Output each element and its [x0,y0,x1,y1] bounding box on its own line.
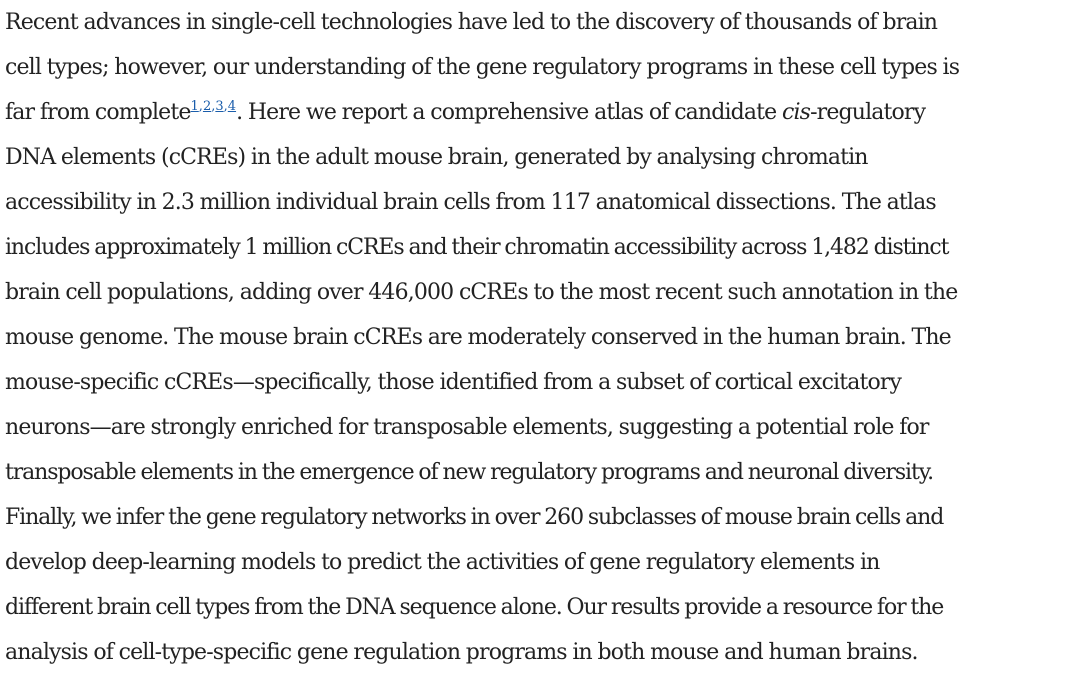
text-line: neurons—are strongly enriched for transp… [5,415,929,440]
text-line: transposable elements in the emergence o… [5,460,934,485]
text-line: DNA elements (cCREs) in the adult mouse … [5,145,868,170]
text-fragment: far from complete [5,100,191,125]
text-line: far from complete1,2,3,4. Here we report… [5,90,1080,135]
text-line: includes approximately 1 million cCREs a… [5,235,949,260]
citation-link-4[interactable]: 4 [227,99,237,114]
text-line: accessibility in 2.3 million individual … [5,190,937,215]
citation-link-1[interactable]: 1 [190,99,199,114]
text-line: different brain cell types from the DNA … [5,595,944,620]
text-fragment: -regulatory [810,100,926,125]
text-line: cell types; however, our understanding o… [5,55,960,80]
text-line: Recent advances in single-cell technolog… [5,10,938,35]
text-line: Finally, we infer the gene regulatory ne… [5,505,944,530]
citation-superscripts: 1,2,3,4 [190,99,237,114]
citation-link-3[interactable]: 3 [215,99,224,114]
text-line: analysis of cell-type-specific gene regu… [5,640,919,665]
italic-term: cis [781,100,811,125]
abstract-paragraph: Recent advances in single-cell technolog… [5,0,1080,675]
text-line: develop deep-learning models to predict … [5,550,880,575]
text-line: brain cell populations, adding over 446,… [5,280,958,305]
citation-link-2[interactable]: 2 [202,99,212,114]
text-fragment: . Here we report a comprehensive atlas o… [236,100,782,125]
text-line: mouse-specific cCREs—specifically, those… [5,370,902,395]
text-line: mouse genome. The mouse brain cCREs are … [5,325,952,350]
